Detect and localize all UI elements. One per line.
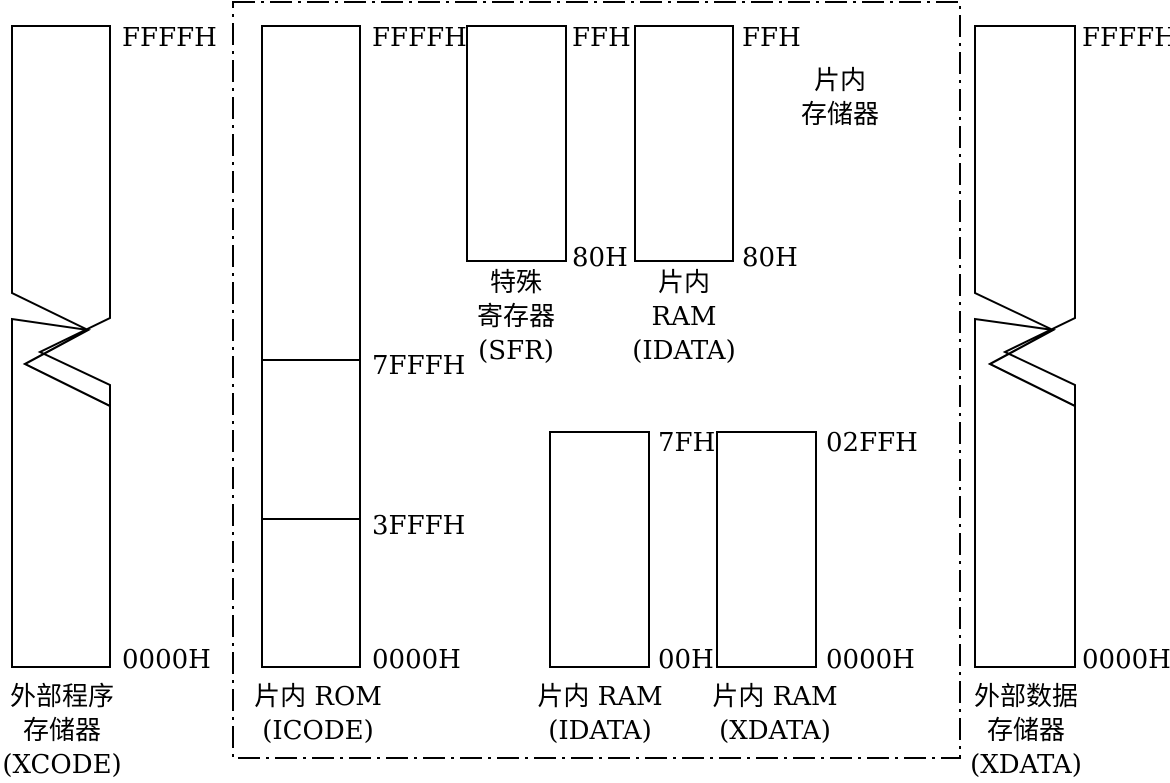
sfr-caption: 特殊 寄存器 (SFR) — [476, 268, 555, 366]
icode-bottom-address: 0000H — [372, 645, 461, 675]
xdata-internal-memory-block — [716, 431, 817, 668]
xdata-internal-caption: 片内 RAM (XDATA) — [712, 682, 838, 746]
icode-caption: 片内 ROM (ICODE) — [254, 682, 382, 746]
xcode-memory-block-lower — [11, 317, 111, 668]
idata-low-caption: 片内 RAM (IDATA) — [537, 682, 663, 746]
xdata-external-caption: 外部数据 存储器 (XDATA) — [970, 682, 1082, 780]
idata-low-bottom-address: 00H — [658, 645, 714, 675]
on-chip-boundary — [232, 1, 961, 759]
icode-3fffh-address: 3FFFH — [372, 511, 466, 541]
idata-low-memory-block — [549, 431, 650, 668]
sfr-bottom-address: 80H — [572, 243, 628, 273]
xdata-external-bottom-address: 0000H — [1082, 645, 1170, 675]
icode-top-address: FFFFH — [372, 23, 467, 53]
xcode-memory-block — [11, 25, 111, 408]
icode-7fffh-address: 7FFFH — [372, 351, 466, 381]
xdata-external-top-address: FFFFH — [1082, 23, 1170, 53]
icode-memory-block — [261, 25, 361, 668]
idata-low-top-address: 7FH — [658, 428, 716, 458]
xdata-external-memory-block — [974, 25, 1076, 408]
xcode-caption: 外部程序 存储器 (XCODE) — [2, 682, 122, 780]
xdata-internal-bottom-address: 0000H — [826, 645, 915, 675]
xcode-bottom-address: 0000H — [122, 645, 211, 675]
sfr-top-address: FFH — [572, 23, 631, 53]
idata-high-memory-block — [634, 25, 734, 262]
on-chip-memory-label: 片内 存储器 — [800, 66, 879, 130]
idata-high-top-address: FFH — [742, 23, 801, 53]
idata-high-caption: 片内 RAM (IDATA) — [632, 268, 736, 366]
idata-high-bottom-address: 80H — [742, 243, 798, 273]
sfr-memory-block — [466, 25, 567, 262]
xcode-top-address: FFFFH — [122, 23, 217, 53]
xdata-internal-top-address: 02FFH — [826, 428, 918, 458]
xdata-external-memory-block-lower — [974, 317, 1076, 668]
